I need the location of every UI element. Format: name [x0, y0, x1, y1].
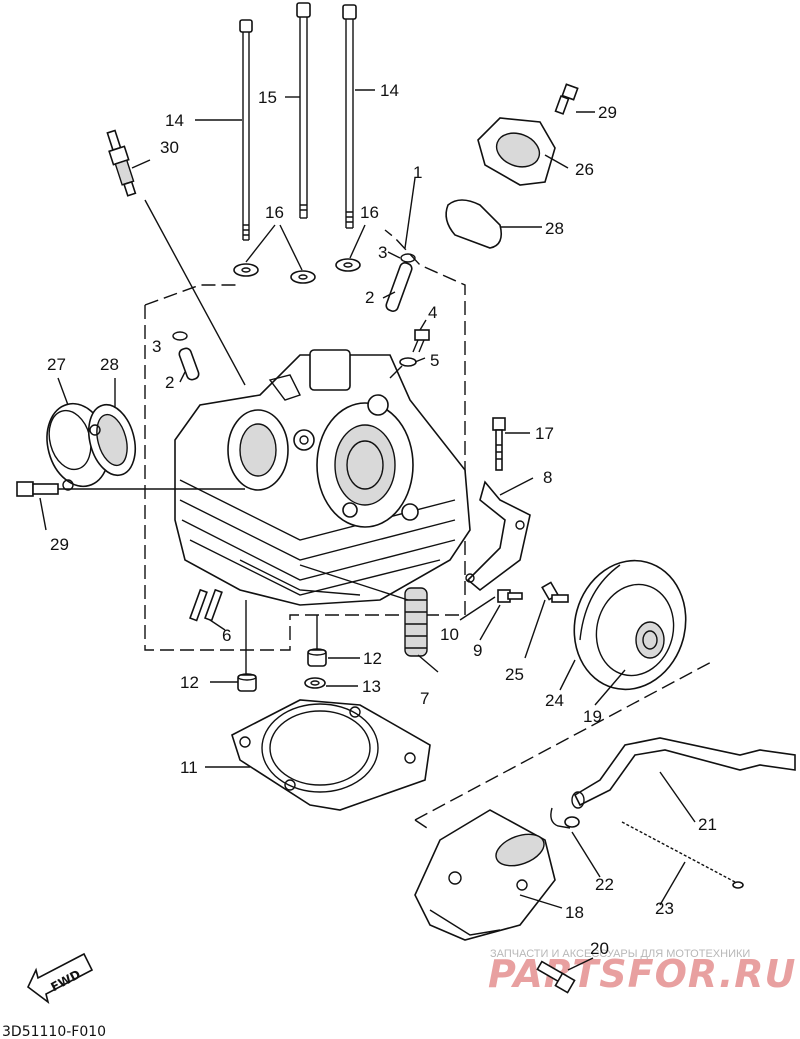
label-part-19: 19 — [583, 707, 602, 726]
valve-cover-round — [573, 559, 687, 691]
label-part-29: 29 — [50, 535, 69, 554]
label-part-5: 5 — [430, 351, 439, 370]
label-part-10: 10 — [440, 625, 459, 644]
label-part-9: 9 — [473, 641, 482, 660]
label-part-4: 4 — [428, 303, 437, 322]
watermark-brand: PARTSFOR.RU — [488, 952, 796, 996]
bolt-9 — [497, 589, 523, 603]
cylinder-head-bolts — [239, 2, 357, 241]
side-cover — [414, 809, 556, 941]
label-part-6: 6 — [222, 626, 231, 645]
washers — [233, 258, 361, 284]
head-gasket — [231, 699, 431, 811]
leader-lines — [39, 89, 696, 971]
label-part-14: 14 — [380, 81, 399, 100]
label-part-14: 14 — [165, 111, 184, 130]
bolt-and-washer — [389, 329, 430, 379]
studs — [189, 588, 226, 631]
part-labels: 1 2 2 3 3 4 5 6 7 8 9 10 11 12 12 13 14 … — [47, 81, 717, 958]
watermark-tagline: ЗАПЧАСТИ И АКСЕССУАРЫ ДЛЯ МОТОТЕХНИКИ — [490, 948, 750, 960]
label-part-20: 20 — [590, 939, 609, 958]
label-part-16: 16 — [265, 203, 284, 222]
bolt-17 — [492, 417, 506, 471]
side-gasket — [465, 480, 531, 592]
label-part-25: 25 — [505, 665, 524, 684]
spark-plug — [106, 129, 137, 197]
label-part-2: 2 — [165, 373, 174, 392]
cable-tie-23 — [621, 821, 744, 889]
label-part-13: 13 — [362, 677, 381, 696]
label-part-30: 30 — [160, 138, 179, 157]
bolt-25 — [541, 581, 569, 603]
label-part-29: 29 — [598, 103, 617, 122]
label-part-23: 23 — [655, 899, 674, 918]
label-part-3: 3 — [378, 243, 387, 262]
label-part-17: 17 — [535, 424, 554, 443]
tappet-cover-top — [445, 83, 579, 249]
label-part-8: 8 — [543, 468, 552, 487]
bolt-29-left — [16, 481, 245, 497]
label-part-24: 24 — [545, 691, 564, 710]
label-part-12: 12 — [363, 649, 382, 668]
label-part-2: 2 — [365, 288, 374, 307]
label-part-7: 7 — [420, 689, 429, 708]
assembly-outline — [144, 229, 716, 831]
bolt-20 — [536, 960, 576, 994]
label-part-22: 22 — [595, 875, 614, 894]
watermark: PARTSFOR.RU ЗАПЧАСТИ И АКСЕССУАРЫ ДЛЯ МО… — [488, 948, 796, 996]
label-part-28: 28 — [100, 355, 119, 374]
label-part-15: 15 — [258, 88, 277, 107]
label-part-21: 21 — [698, 815, 717, 834]
bushings — [237, 600, 327, 692]
label-part-26: 26 — [575, 160, 594, 179]
label-part-12: 12 — [180, 673, 199, 692]
clip-22 — [550, 807, 580, 829]
fwd-arrow: FWD — [26, 952, 94, 1004]
label-part-28: 28 — [545, 219, 564, 238]
label-part-18: 18 — [565, 903, 584, 922]
spring — [299, 564, 428, 657]
breather-hose — [571, 737, 796, 809]
label-part-16: 16 — [360, 203, 379, 222]
tappet-cover-left — [46, 402, 137, 491]
valve-guides — [172, 253, 416, 381]
label-part-27: 27 — [47, 355, 66, 374]
drawing-code: 3D51110-F010 — [2, 1024, 106, 1039]
label-part-1: 1 — [413, 163, 422, 182]
cylinder-head — [174, 349, 471, 606]
label-part-11: 11 — [180, 758, 198, 777]
label-part-3: 3 — [152, 337, 161, 356]
